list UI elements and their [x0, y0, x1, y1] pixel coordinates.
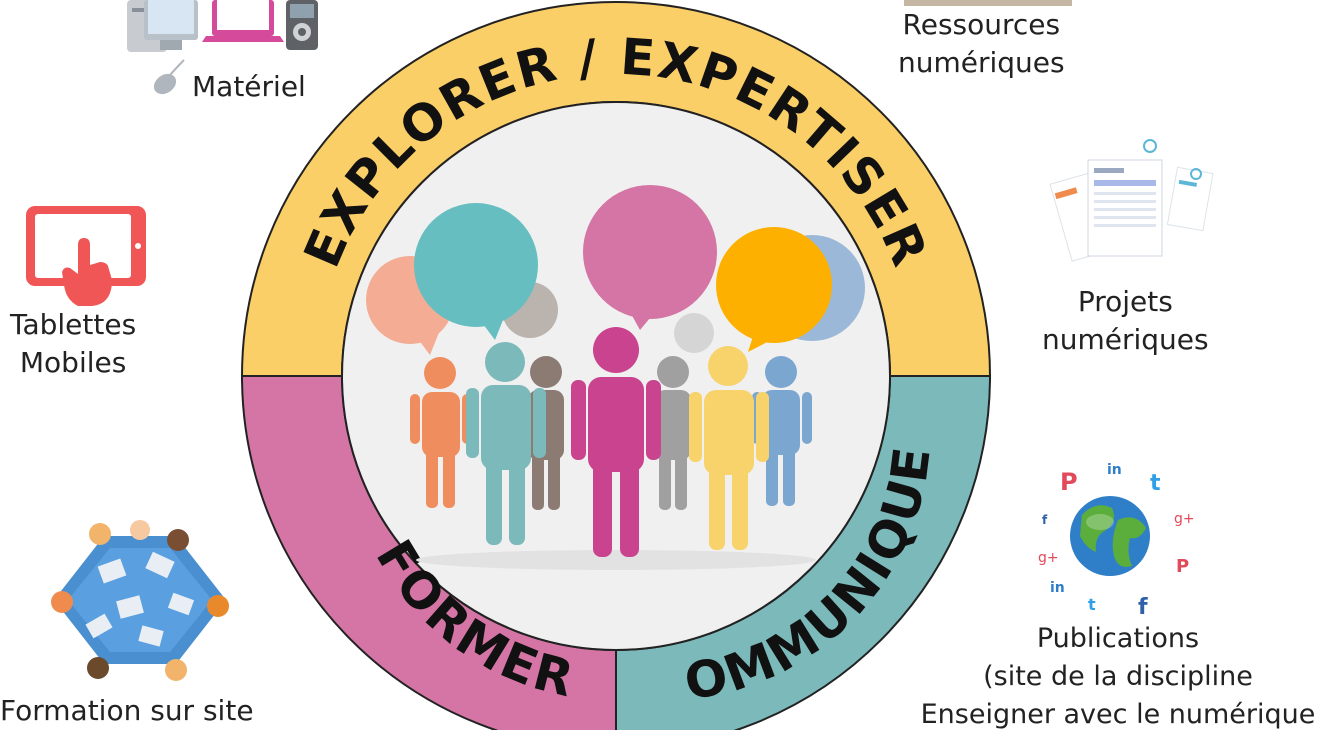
label-projets-line-2: numériques	[1042, 323, 1209, 356]
label-ressources-line-1: Ressources	[902, 8, 1061, 41]
svg-text:t: t	[1088, 595, 1096, 614]
svg-text:in: in	[1107, 462, 1122, 478]
svg-text:in: in	[1050, 580, 1065, 596]
meeting-table-icon	[51, 520, 229, 681]
globe-social-icon: P in t f g+ g+ P in t f	[1038, 462, 1195, 620]
label-publications-line-1: Publications	[1036, 623, 1200, 654]
label-formation-line: Formation sur site	[0, 694, 254, 727]
svg-text:t: t	[1150, 471, 1161, 496]
label-publications-line-3: Enseigner avec le numérique	[920, 699, 1316, 730]
label-publications: Publications (site de la discipline Ense…	[898, 620, 1338, 734]
label-materiel-line: Matériel	[192, 70, 306, 103]
tablet-touch-icon	[26, 206, 146, 306]
label-ressources-line-2: numériques	[898, 46, 1065, 79]
label-ressources: Ressources numériques	[898, 6, 1065, 82]
label-projets-line-1: Projets	[1077, 285, 1173, 318]
label-publications-line-2: (site de la discipline	[983, 661, 1253, 692]
documents-icon	[1049, 139, 1214, 262]
people-speech-bubbles-icon	[366, 185, 865, 570]
svg-text:P: P	[1176, 556, 1189, 577]
book-icon	[904, 0, 1072, 6]
svg-text:f: f	[1042, 513, 1048, 527]
label-tablettes: Tablettes Mobiles	[10, 306, 136, 382]
label-formation: Formation sur site	[0, 692, 254, 730]
svg-text:f: f	[1138, 595, 1148, 620]
label-materiel: Matériel	[192, 68, 306, 106]
svg-text:g+: g+	[1038, 550, 1059, 566]
label-tablettes-line-1: Tablettes	[10, 308, 137, 341]
svg-text:g+: g+	[1174, 511, 1195, 527]
computer-hardware-icon	[127, 0, 318, 95]
label-projets: Projets numériques	[1042, 283, 1209, 359]
svg-text:P: P	[1060, 468, 1078, 496]
label-tablettes-line-2: Mobiles	[19, 346, 127, 379]
